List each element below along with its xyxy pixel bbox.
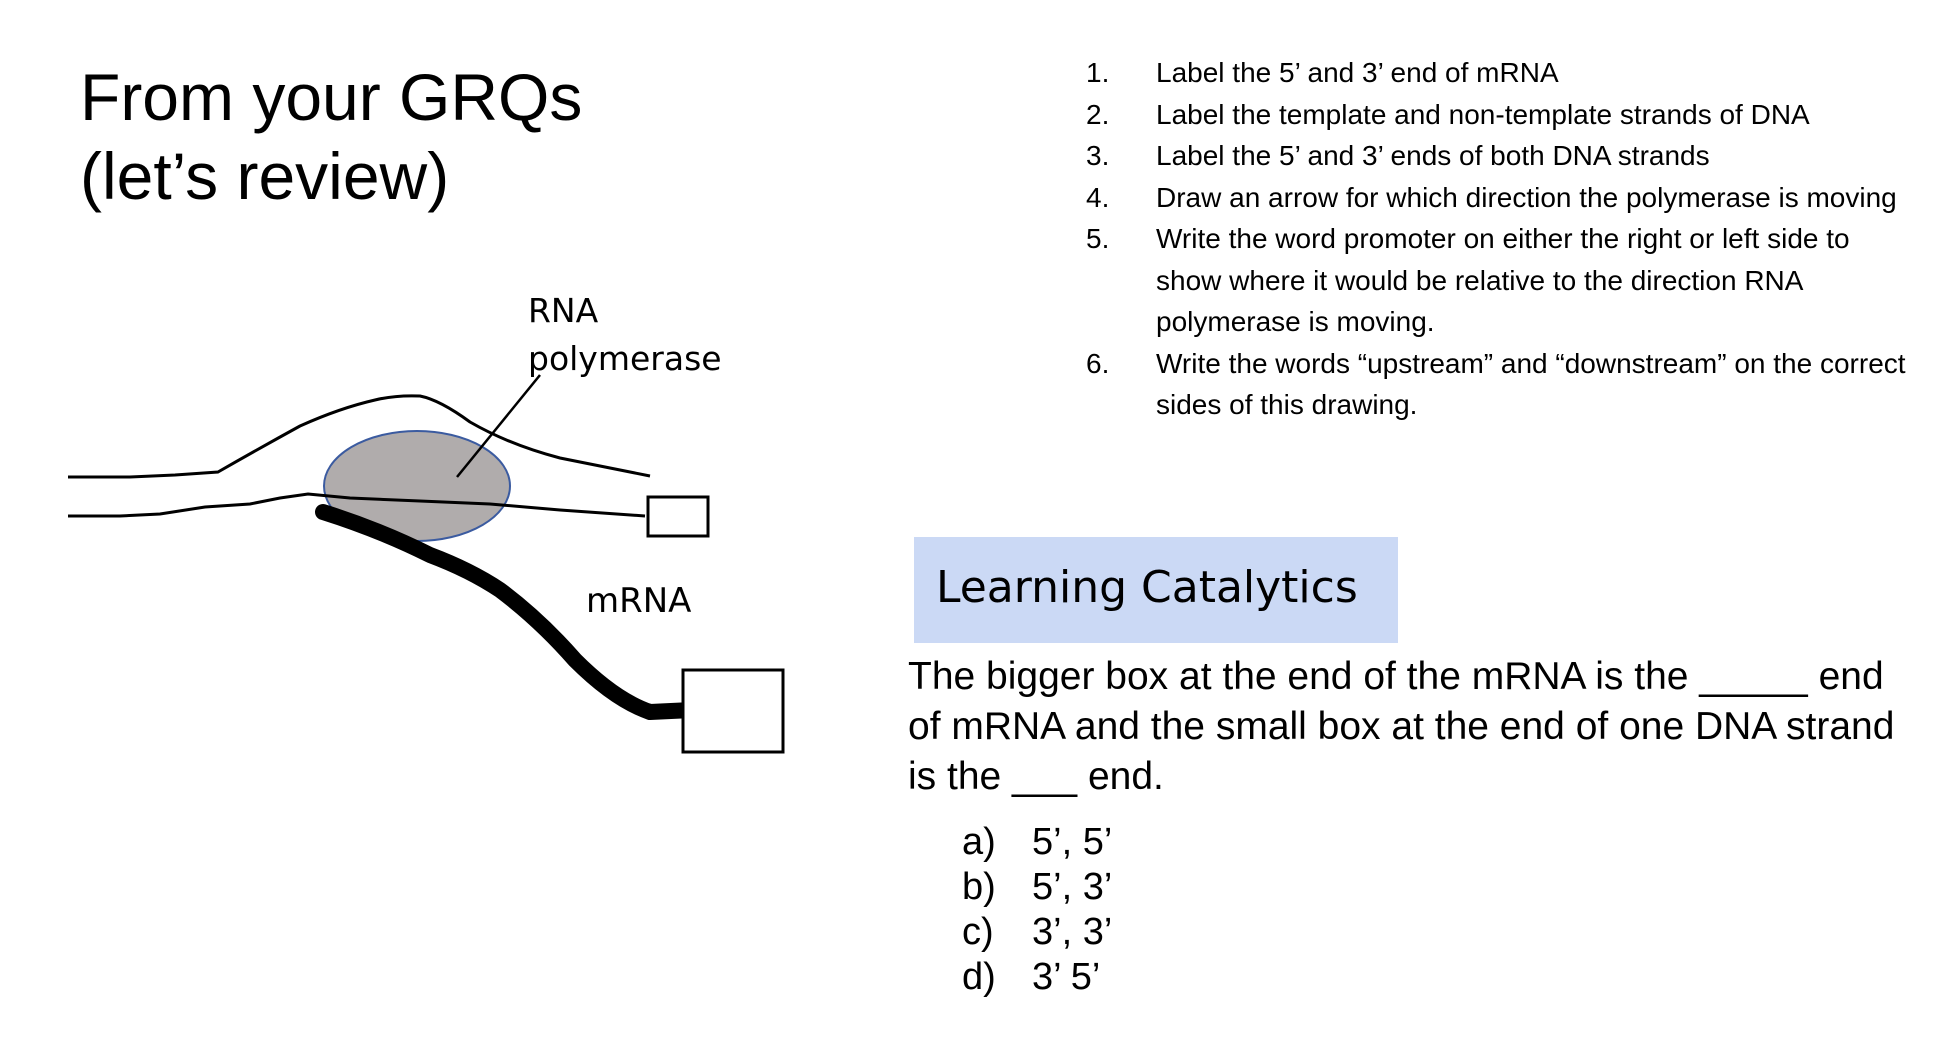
instruction-item: 5. Write the word promoter on either the…	[1086, 218, 1916, 343]
transcription-diagram: RNA polymerase mRNA	[0, 240, 820, 800]
instruction-number: 1.	[1086, 52, 1109, 94]
choice-text: 5’, 5’	[1032, 821, 1112, 863]
instruction-text: Label the template and non-template stra…	[1156, 99, 1810, 130]
instruction-item: 2. Label the template and non-template s…	[1086, 94, 1916, 136]
instructions-list: 1. Label the 5’ and 3’ end of mRNA 2. La…	[1086, 52, 1916, 426]
mrna-label: mRNA	[586, 581, 691, 621]
slide-title-line1: From your GRQs	[80, 58, 582, 137]
choice-letter: d)	[962, 955, 1032, 1000]
instruction-text: Write the word promoter on either the ri…	[1156, 223, 1850, 337]
instruction-text: Label the 5’ and 3’ end of mRNA	[1156, 57, 1559, 88]
answer-choice[interactable]: b)5’, 3’	[962, 865, 1112, 910]
choice-text: 3’ 5’	[1032, 956, 1100, 998]
choice-letter: a)	[962, 820, 1032, 865]
polymerase-label-line2: polymerase	[528, 339, 722, 378]
learning-catalytics-banner: Learning Catalytics	[914, 537, 1398, 643]
instruction-number: 5.	[1086, 218, 1109, 260]
answer-choice[interactable]: d)3’ 5’	[962, 955, 1112, 1000]
instruction-item: 4. Draw an arrow for which direction the…	[1086, 177, 1916, 219]
answer-choice[interactable]: a)5’, 5’	[962, 820, 1112, 865]
instruction-text: Write the words “upstream” and “downstre…	[1156, 348, 1906, 421]
polymerase-label-line1: RNA	[528, 291, 599, 330]
slide-title: From your GRQs (let’s review)	[80, 58, 582, 216]
instruction-number: 3.	[1086, 135, 1109, 177]
slide-title-line2: (let’s review)	[80, 137, 582, 216]
instruction-number: 6.	[1086, 343, 1109, 385]
answer-choices: a)5’, 5’ b)5’, 3’ c)3’, 3’ d)3’ 5’	[962, 820, 1112, 1000]
dna-end-small-box	[648, 497, 708, 536]
instruction-text: Draw an arrow for which direction the po…	[1156, 182, 1897, 213]
answer-choice[interactable]: c)3’, 3’	[962, 910, 1112, 955]
question-text: The bigger box at the end of the mRNA is…	[908, 652, 1918, 802]
instruction-item: 1. Label the 5’ and 3’ end of mRNA	[1086, 52, 1916, 94]
choice-letter: b)	[962, 865, 1032, 910]
choice-text: 3’, 3’	[1032, 911, 1112, 953]
mrna-end-large-box	[683, 670, 783, 752]
instruction-item: 3. Label the 5’ and 3’ ends of both DNA …	[1086, 135, 1916, 177]
instruction-number: 2.	[1086, 94, 1109, 136]
instruction-number: 4.	[1086, 177, 1109, 219]
choice-text: 5’, 3’	[1032, 866, 1112, 908]
choice-letter: c)	[962, 910, 1032, 955]
instruction-item: 6. Write the words “upstream” and “downs…	[1086, 343, 1916, 426]
learning-catalytics-title: Learning Catalytics	[936, 561, 1358, 615]
instruction-text: Label the 5’ and 3’ ends of both DNA str…	[1156, 140, 1710, 171]
